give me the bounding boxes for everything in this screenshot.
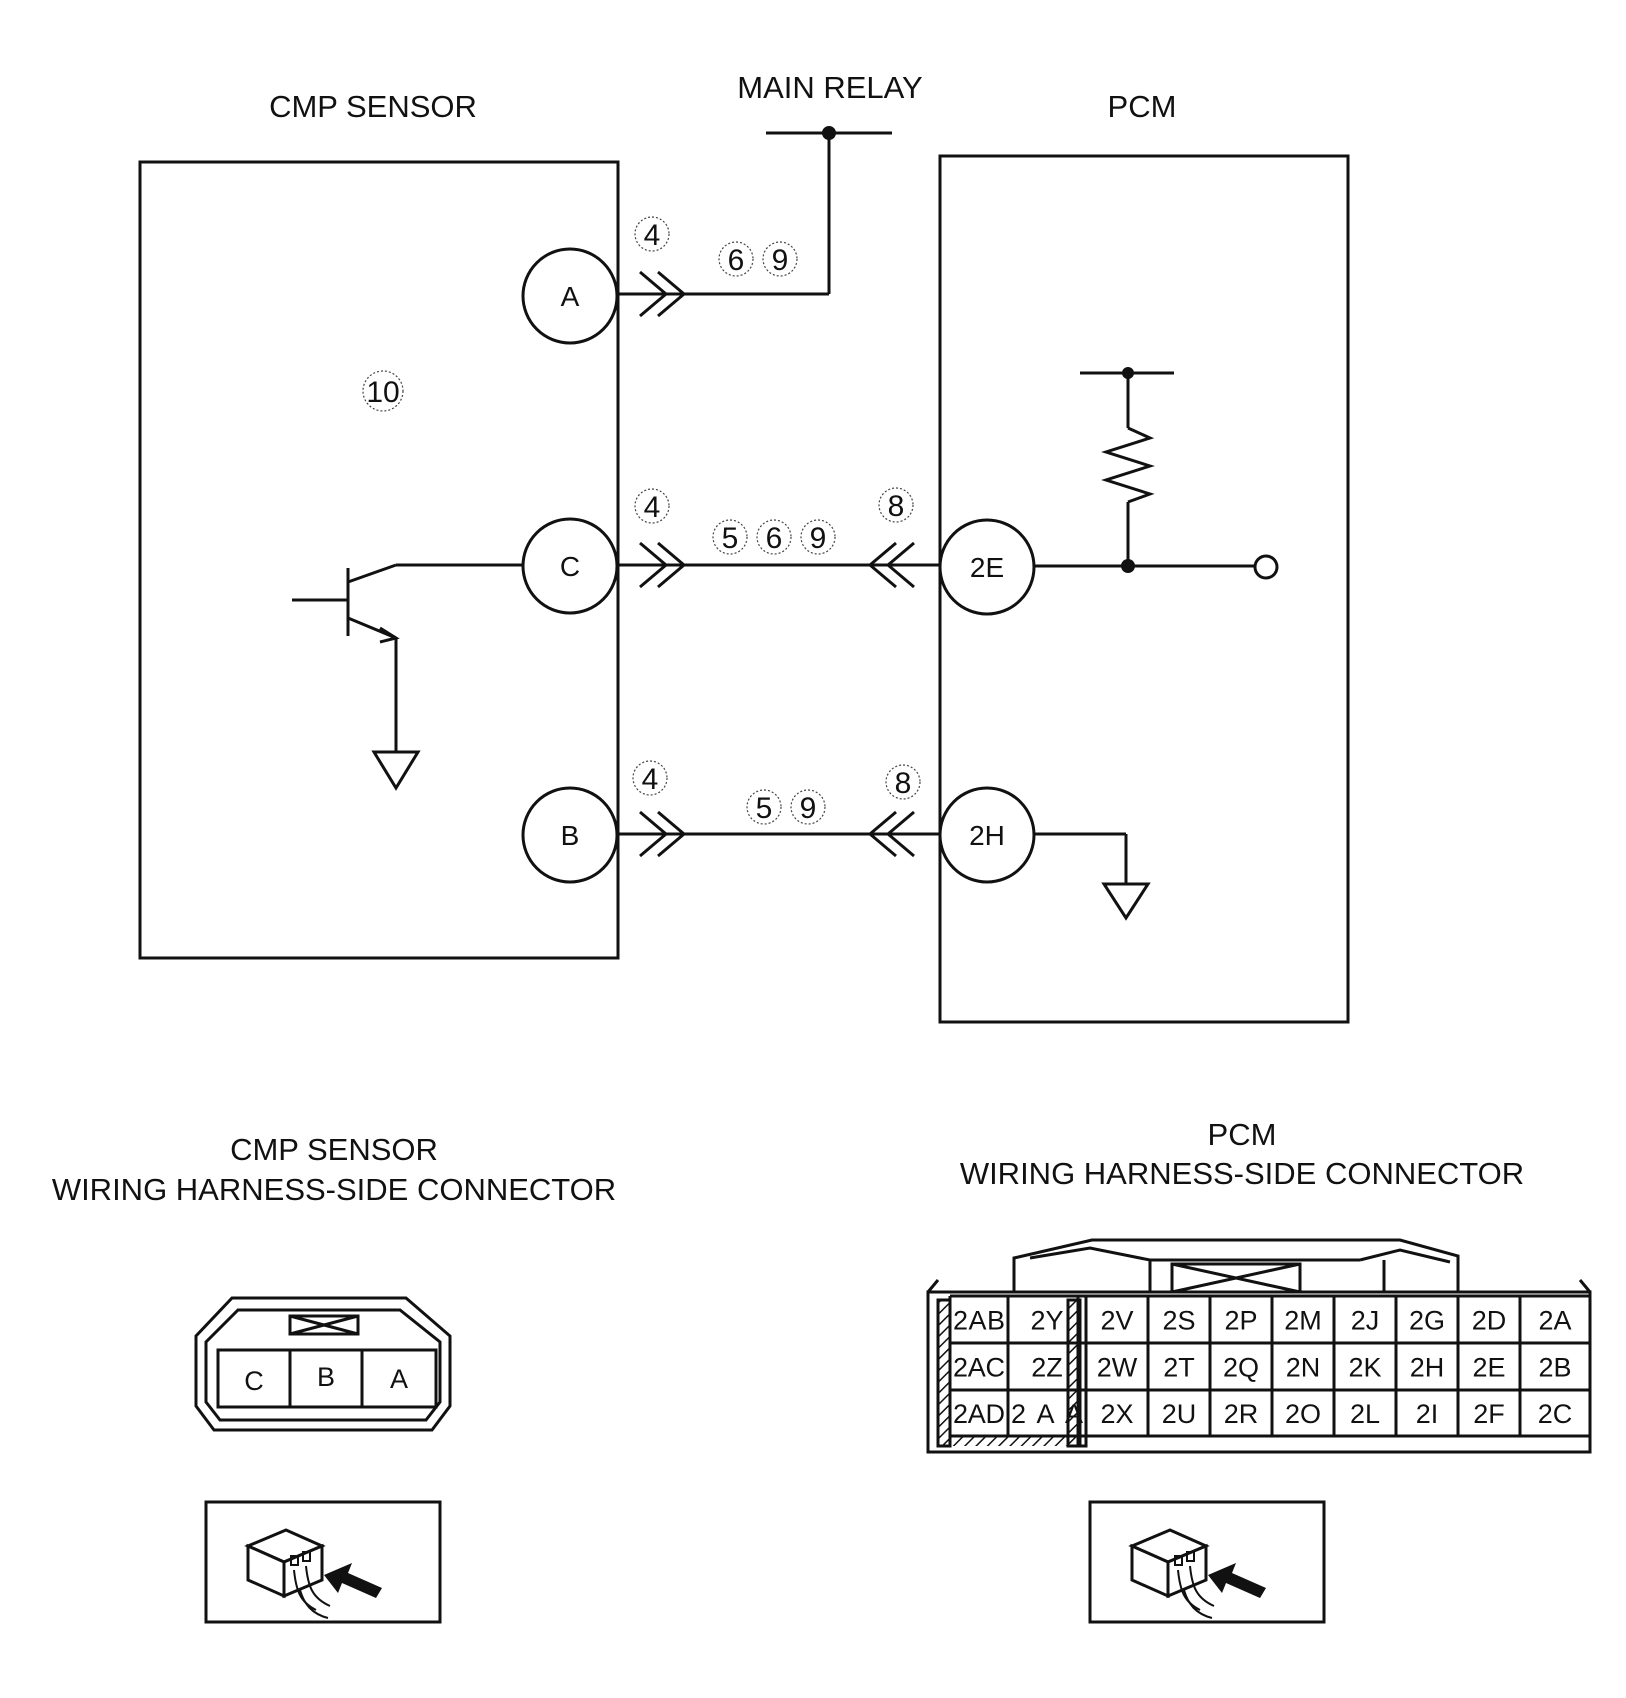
step-marker-label: 8: [888, 490, 905, 523]
connector-chevron-icon: [639, 270, 687, 858]
step-marker: 4: [634, 216, 670, 252]
connector-chevron-icon: [867, 541, 915, 858]
connector-hatch: [950, 1436, 1068, 1446]
transistor-symbol: [292, 563, 524, 752]
pcm-connector-pin: 2E: [1472, 1353, 1505, 1383]
step-marker-label: 6: [728, 244, 745, 277]
pcm-connector-pin: 2T: [1163, 1353, 1195, 1383]
connector-hatch: [1068, 1300, 1080, 1446]
harness-plug-icon: [204, 1500, 442, 1624]
cmp-connector-face: [194, 1296, 452, 1432]
step-marker-label: 4: [644, 491, 661, 524]
pin-2h: 2H: [938, 786, 1036, 884]
pin-b: B: [521, 786, 619, 884]
resistor-symbol: [1034, 371, 1256, 568]
pcm-connector-pin: 2X: [1100, 1399, 1133, 1429]
pcm-connector-pin: 2G: [1409, 1306, 1445, 1336]
pcm-connector-pin: 2S: [1162, 1306, 1195, 1336]
step-marker: 9: [762, 241, 798, 277]
pcm-connector-pin: 2D: [1472, 1306, 1507, 1336]
pcm-connector-pin: 2R: [1224, 1399, 1259, 1429]
step-marker: 6: [756, 519, 792, 555]
pcm-connector-pin: 2AA: [1011, 1399, 1083, 1429]
ground-icon-sensor: [371, 750, 421, 791]
inner-number-marker: 10: [362, 370, 404, 412]
terminal-icon: [1253, 554, 1279, 580]
pcm-connector-pin: 2H: [1410, 1353, 1445, 1383]
inner-number: 10: [366, 376, 399, 409]
step-marker: 5: [712, 519, 748, 555]
pcm-connector-pin: 2B: [1538, 1353, 1571, 1383]
junction-dot: [1121, 559, 1135, 573]
pin-c: C: [521, 517, 619, 615]
cmp-connector-subtitle: WIRING HARNESS-SIDE CONNECTOR: [52, 1172, 616, 1207]
cmp-connector-pin: A: [390, 1364, 408, 1394]
pcm-connector-pin: 2AB: [953, 1306, 1005, 1336]
pcm-connector-pin: 2I: [1416, 1399, 1439, 1429]
pcm-connector-pin: 2Q: [1223, 1353, 1259, 1383]
step-marker: 6: [718, 241, 754, 277]
connector-hatch: [938, 1300, 950, 1446]
pcm-connector-pin: 2AC: [953, 1353, 1005, 1383]
pcm-connector-pin: 2P: [1224, 1306, 1257, 1336]
pcm-connector-grid: 2AB 2Y 2V 2S 2P 2M 2J 2G 2D 2A 2AC 2Z 2W 2T 2Q 2N 2K 2H 2E…: [948, 1294, 1592, 1438]
svg-text:2H: 2H: [969, 820, 1005, 851]
step-marker-label: 5: [722, 522, 739, 555]
pcm-connector-pin: 2Y: [1030, 1306, 1063, 1336]
pin-2e: 2E: [938, 518, 1036, 616]
ground-icon-pcm: [1101, 882, 1151, 921]
step-marker-label: 4: [642, 763, 659, 796]
pcm-connector-pin: 2C: [1538, 1399, 1573, 1429]
pcm-connector-pin: 2U: [1162, 1399, 1197, 1429]
cmp-connector-pin: B: [317, 1362, 335, 1392]
pcm-connector-title: PCM: [1208, 1117, 1277, 1152]
svg-text:C: C: [560, 551, 580, 582]
cmp-connector-pin: C: [244, 1366, 264, 1396]
pcm-connector-pin: 2Z: [1031, 1353, 1063, 1383]
pcm-ground-line: [1034, 832, 1128, 884]
step-marker-label: 4: [644, 219, 661, 252]
pcm-connector-pin: 2L: [1350, 1399, 1380, 1429]
junction-dot: [1122, 367, 1134, 379]
step-marker-label: 6: [766, 522, 783, 555]
step-marker-label: 9: [800, 792, 817, 825]
step-marker-label: 8: [895, 767, 912, 800]
svg-text:A: A: [561, 281, 580, 312]
main-relay-wire: [618, 131, 892, 296]
pcm-connector-pin: 2K: [1348, 1353, 1381, 1383]
pcm-connector-pin: 2A: [1538, 1306, 1571, 1336]
step-marker: 4: [634, 488, 670, 524]
step-marker-label: 9: [772, 244, 789, 277]
svg-text:2E: 2E: [970, 552, 1004, 583]
svg-text:B: B: [561, 820, 580, 851]
pcm-connector-pin: 2N: [1286, 1353, 1321, 1383]
pcm-connector-pin: 2J: [1351, 1306, 1380, 1336]
junction-dot: [822, 126, 836, 140]
pcm-connector-pin: 2M: [1284, 1306, 1322, 1336]
pcm-connector-pin: 2W: [1097, 1353, 1138, 1383]
pcm-connector-pin: 2AD: [953, 1399, 1005, 1429]
step-marker: 8: [885, 764, 921, 800]
cmp-sensor-title: CMP SENSOR: [269, 89, 477, 124]
pcm-box: [938, 154, 1350, 1024]
step-marker: 9: [800, 519, 836, 555]
step-marker-label: 5: [756, 792, 773, 825]
pcm-connector-subtitle: WIRING HARNESS-SIDE CONNECTOR: [960, 1156, 1524, 1191]
step-marker: 8: [878, 487, 914, 523]
harness-plug-icon: [1088, 1500, 1326, 1624]
step-marker-label: 9: [810, 522, 827, 555]
pcm-connector-pin: 2F: [1473, 1399, 1505, 1429]
step-marker: 5: [746, 789, 782, 825]
step-marker: 9: [790, 789, 826, 825]
pcm-connector-pin: 2V: [1100, 1306, 1133, 1336]
pin-a: A: [521, 247, 619, 345]
pcm-connector-pin: 2O: [1285, 1399, 1321, 1429]
cmp-connector-title: CMP SENSOR: [230, 1132, 438, 1167]
pcm-title: PCM: [1108, 89, 1177, 124]
step-marker: 4: [632, 760, 668, 796]
main-relay-title: MAIN RELAY: [737, 70, 922, 105]
